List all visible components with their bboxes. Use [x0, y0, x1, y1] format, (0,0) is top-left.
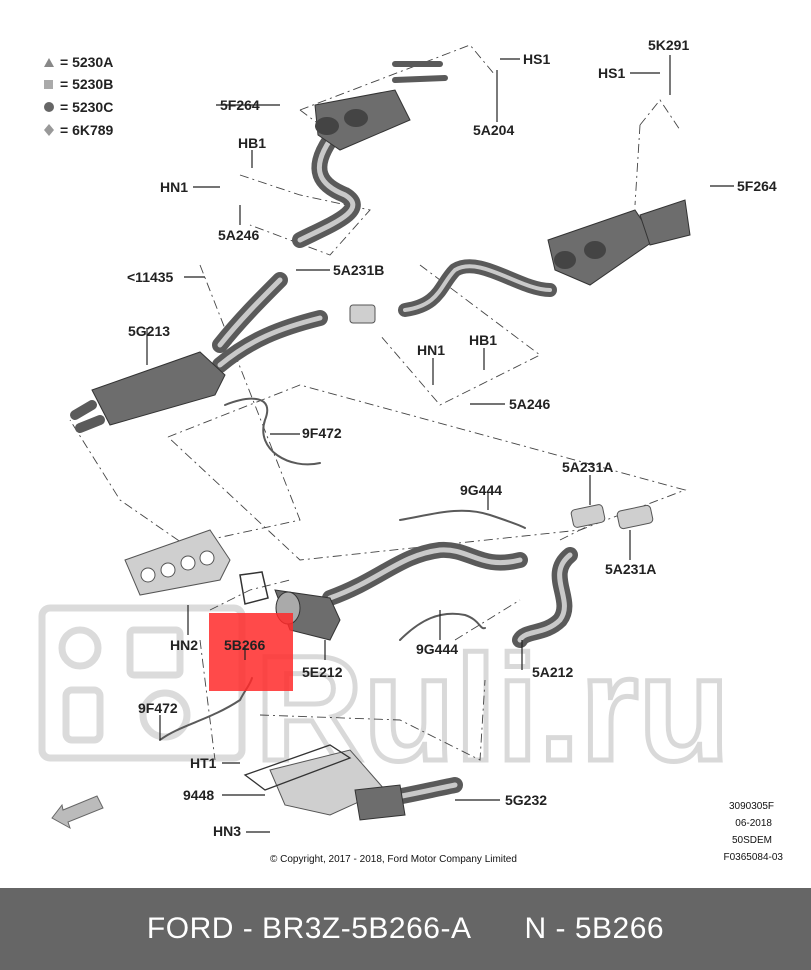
watermark: Ruli.ru: [38, 604, 732, 795]
label-hb1-mid: HB1: [469, 332, 497, 348]
label-9448: 9448: [183, 787, 214, 803]
label-5k291: 5K291: [648, 37, 689, 53]
footer-part-number: FORD - BR3Z-5B266-A: [146, 912, 472, 945]
label-5f264-right: 5F264: [737, 178, 777, 194]
label-hs1-top: HS1: [523, 51, 550, 67]
label-hn1-top: HN1: [160, 179, 188, 195]
legend-item-6K789: = 6K789: [44, 122, 114, 138]
leader-lines: [146, 55, 734, 833]
label-5a246-mid: 5A246: [509, 396, 550, 412]
svg-text:3090305F: 3090305F: [729, 801, 774, 812]
label-5a231a-bottom: 5A231A: [605, 561, 656, 577]
label-5g232: 5G232: [505, 792, 547, 808]
legend-item-5230C: = 5230C: [44, 99, 113, 115]
label-11435: <11435: [127, 269, 174, 285]
drawing-info: 3090305F 06-2018 50SDEM F0365084-03: [724, 801, 784, 863]
legend-item-5230A: = 5230A: [44, 54, 113, 70]
components: [70, 89, 691, 821]
label-hb1-top: HB1: [238, 135, 266, 151]
square-icon: [44, 80, 53, 89]
svg-text:= 6K789: = 6K789: [60, 122, 114, 138]
footer-reference: N - 5B266: [524, 912, 665, 945]
label-5a231a-top: 5A231A: [562, 459, 613, 475]
copyright-text: © Copyright, 2017 - 2018, Ford Motor Com…: [270, 854, 517, 865]
label-9g444-bottom: 9G444: [416, 641, 458, 657]
svg-text:F0365084-03: F0365084-03: [724, 852, 784, 863]
label-5f264-left: 5F264: [220, 97, 260, 113]
label-hn1-mid: HN1: [417, 342, 445, 358]
svg-text:= 5230C: = 5230C: [60, 99, 113, 115]
footer-spacer: [471, 912, 524, 946]
part-number-footer: FORD - BR3Z-5B266-A N - 5B266: [0, 888, 811, 970]
svg-text:06-2018: 06-2018: [735, 818, 772, 829]
callout-labels: HS1 5A204 5K291 HS1 5F264 5F264 HB1 HN1 …: [127, 37, 777, 839]
diamond-icon: [44, 124, 54, 136]
label-5g213: 5G213: [128, 323, 170, 339]
label-9f472-top: 9F472: [302, 425, 342, 441]
label-hn3: HN3: [213, 823, 241, 839]
label-ht1: HT1: [190, 755, 217, 771]
triangle-icon: [44, 58, 54, 67]
label-hn2: HN2: [170, 637, 198, 653]
label-5e212: 5E212: [302, 664, 343, 680]
label-5a212: 5A212: [532, 664, 573, 680]
legend-item-5230B: = 5230B: [44, 76, 113, 92]
label-9g444-top: 9G444: [460, 482, 502, 498]
svg-text:= 5230B: = 5230B: [60, 76, 113, 92]
exhaust-parts-diagram: Ruli.ru: [38, 37, 784, 865]
svg-text:= 5230A: = 5230A: [60, 54, 113, 70]
label-5a246-top: 5A246: [218, 227, 259, 243]
direction-arrow-icon: [51, 795, 104, 830]
label-5a204: 5A204: [473, 122, 514, 138]
svg-text:50SDEM: 50SDEM: [732, 835, 772, 846]
label-hs1-right: HS1: [598, 65, 625, 81]
label-5a231b: 5A231B: [333, 262, 384, 278]
circle-icon: [44, 102, 54, 112]
legend: = 5230A = 5230B = 5230C = 6K789: [44, 54, 114, 138]
label-5b266: 5B266: [224, 637, 265, 653]
highlight-box: [209, 613, 293, 691]
label-9f472-bottom: 9F472: [138, 700, 178, 716]
